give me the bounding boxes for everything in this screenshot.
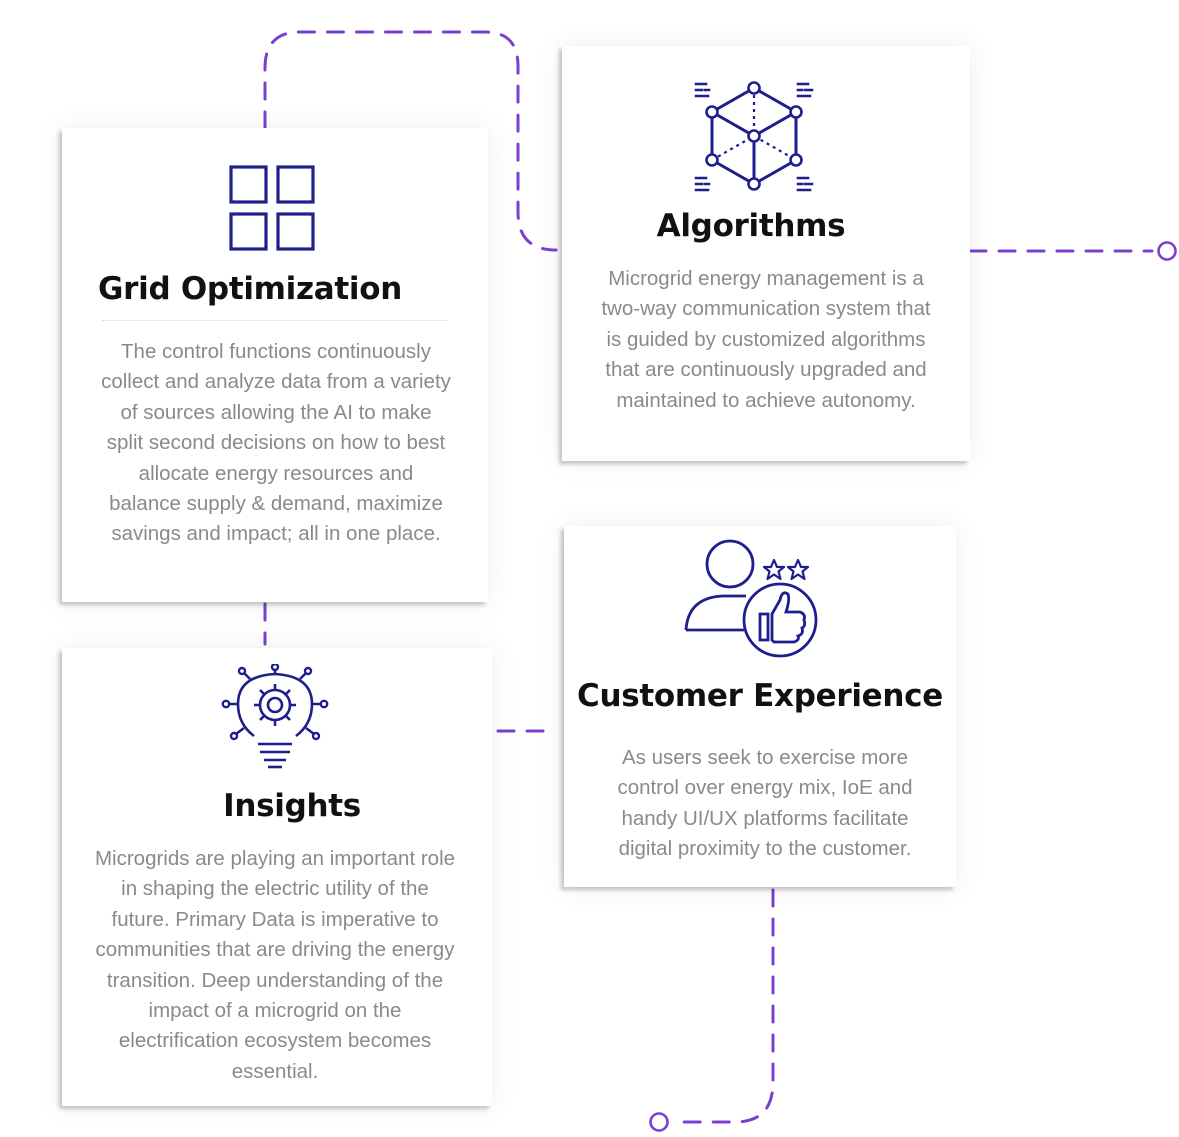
- network-cube-icon: [694, 81, 814, 192]
- card-title: Grid Optimization: [98, 271, 402, 307]
- connector-end-circle-bottom: [649, 1112, 669, 1132]
- card-body: Microgrid energy management is a two-way…: [601, 267, 931, 412]
- card-title: Insights: [223, 788, 361, 824]
- card-grid-optimization: Grid Optimization The control functions …: [62, 128, 488, 602]
- card-insights: Insights Microgrids are playing an impor…: [62, 648, 492, 1106]
- card-body: The control functions continuously colle…: [101, 340, 451, 546]
- connector-grid-to-algorithms: [263, 30, 558, 252]
- card-algorithms: Algorithms Microgrid energy management i…: [562, 46, 970, 461]
- connector-customer-down: [676, 888, 775, 1124]
- card-title: Customer Experience: [577, 678, 943, 714]
- grid-four-squares-icon: [229, 165, 315, 251]
- card-body: As users seek to exercise more control o…: [617, 746, 913, 861]
- card-customer-experience: Customer Experience As users seek to exe…: [564, 526, 956, 887]
- user-thumbs-up-icon: [684, 539, 818, 658]
- card-title: Algorithms: [656, 208, 846, 244]
- connector-end-circle-right: [1157, 241, 1177, 261]
- card-body: Microgrids are playing an important role…: [94, 847, 456, 1083]
- divider: [102, 320, 448, 323]
- lightbulb-gear-icon: [221, 664, 329, 769]
